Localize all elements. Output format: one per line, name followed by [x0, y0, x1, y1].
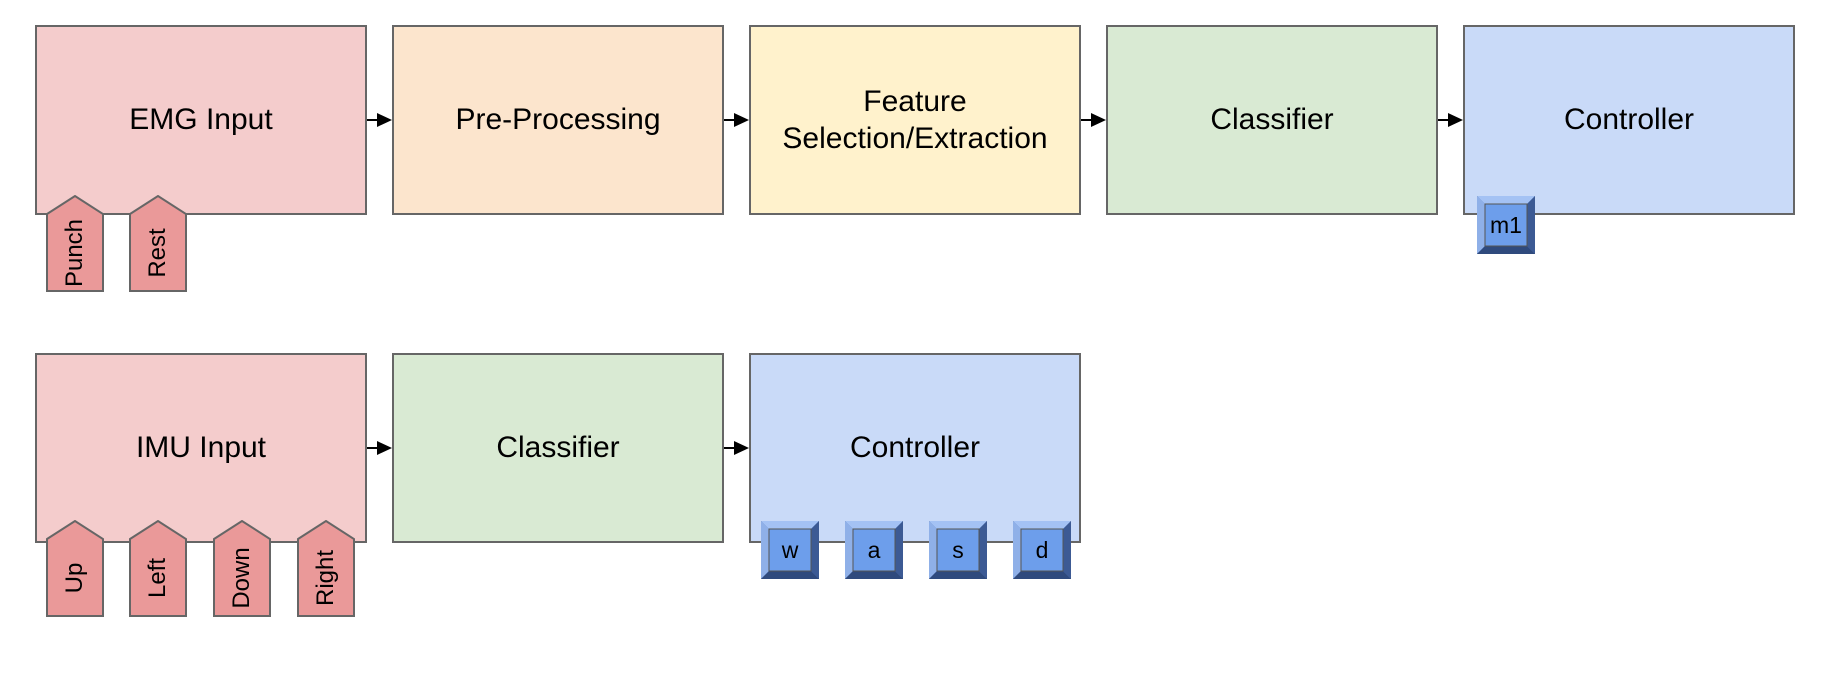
imu-input-label: IMU Input: [135, 431, 267, 465]
emg-classifier-box: Classifier: [1106, 25, 1438, 215]
emg-key-m1-label: m1: [1490, 211, 1522, 238]
imu-arrow-2: [724, 441, 749, 455]
imu-tag-left-label: Left: [144, 557, 171, 599]
emg-classifier-label: Classifier: [1210, 103, 1334, 137]
imu-key-w: w: [761, 521, 819, 579]
emg-arrow-1: [367, 113, 392, 127]
emg-preprocessing-label: Pre-Processing: [455, 103, 661, 137]
imu-arrow-1: [367, 441, 392, 455]
emg-input-box: EMG Input: [35, 25, 367, 215]
imu-key-a: a: [845, 521, 903, 579]
imu-classifier-box: Classifier: [392, 353, 724, 543]
imu-key-w-label: w: [781, 536, 799, 563]
imu-tag-down: Down: [213, 520, 271, 617]
imu-input-box: IMU Input: [35, 353, 367, 543]
imu-classifier-label: Classifier: [496, 431, 620, 465]
imu-controller-box: Controller: [749, 353, 1081, 543]
emg-input-label: EMG Input: [129, 103, 273, 137]
imu-tag-down-label: Down: [228, 547, 255, 609]
imu-key-d: d: [1013, 521, 1071, 579]
emg-feature-box: Feature Selection/Extraction: [749, 25, 1081, 215]
emg-controller-box: Controller: [1463, 25, 1795, 215]
emg-tag-rest-label: Rest: [144, 228, 171, 278]
imu-tag-right: Right: [297, 520, 355, 617]
imu-controller-label: Controller: [849, 431, 981, 465]
imu-tag-left: Left: [129, 520, 187, 617]
emg-arrow-4: [1438, 113, 1463, 127]
emg-feature-label: Feature Selection/Extraction: [782, 84, 1048, 156]
emg-arrow-2: [724, 113, 749, 127]
imu-key-s: s: [929, 521, 987, 579]
emg-controller-label: Controller: [1563, 103, 1695, 137]
imu-key-a-label: a: [867, 536, 881, 563]
emg-arrow-3: [1081, 113, 1106, 127]
imu-tag-up-label: Up: [61, 562, 88, 594]
imu-tag-up: Up: [46, 520, 104, 617]
emg-tag-punch: Punch: [46, 195, 104, 292]
imu-key-d-label: d: [1035, 536, 1049, 563]
emg-preprocessing-box: Pre-Processing: [392, 25, 724, 215]
emg-key-m1: m1: [1477, 196, 1535, 254]
emg-tag-punch-label: Punch: [61, 218, 88, 288]
emg-tag-rest: Rest: [129, 195, 187, 292]
imu-tag-right-label: Right: [312, 549, 339, 607]
imu-key-s-label: s: [952, 536, 964, 563]
